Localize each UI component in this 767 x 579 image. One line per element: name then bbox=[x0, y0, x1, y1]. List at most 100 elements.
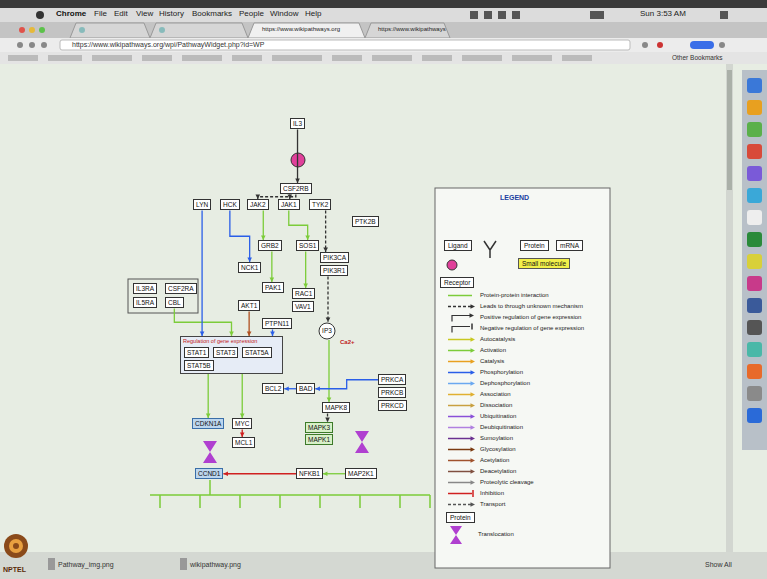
scroll-bar-part bbox=[726, 64, 733, 552]
legend-text: Small molecule bbox=[522, 260, 566, 267]
tab-strip bbox=[0, 22, 767, 38]
pathway-symbols-part bbox=[355, 431, 369, 453]
legend-sample bbox=[448, 306, 472, 308]
node-label: CCND1 bbox=[198, 470, 220, 477]
legend-sample-head bbox=[471, 469, 476, 474]
legend-sample bbox=[448, 350, 472, 352]
legend-text: Sumoylation bbox=[480, 435, 513, 442]
connector bbox=[240, 374, 245, 418]
legend-text: Glycosylation bbox=[480, 446, 516, 453]
protein-box: PRKCB bbox=[378, 387, 406, 398]
legend-text: Transport bbox=[480, 501, 505, 508]
node-label: STAT5B bbox=[187, 362, 211, 369]
pathway-symbols-part bbox=[150, 480, 430, 508]
connector-line bbox=[201, 210, 202, 336]
node-label: STAT1 bbox=[187, 349, 206, 356]
connector bbox=[325, 413, 330, 422]
legend-text: Deubiquitination bbox=[480, 424, 523, 431]
legend-text: mRNA bbox=[560, 242, 579, 249]
legend-sample bbox=[448, 405, 472, 407]
connector-line bbox=[289, 210, 308, 240]
text-label: Edit bbox=[114, 10, 128, 19]
node-label: JAK2 bbox=[250, 201, 266, 208]
legend-sample-head bbox=[470, 313, 475, 318]
legend-sample-head bbox=[472, 490, 474, 497]
connector bbox=[206, 374, 211, 418]
connector bbox=[295, 129, 300, 183]
download-bar-part bbox=[0, 552, 767, 579]
bookmarks-bar-part bbox=[232, 55, 262, 61]
protein-box: STAT5B bbox=[184, 360, 214, 371]
connector bbox=[327, 340, 332, 402]
dock bbox=[742, 70, 767, 450]
node-label: STAT5A bbox=[245, 349, 269, 356]
connector-line bbox=[271, 251, 272, 282]
text-label: https://www.wikipathways.org/wpi/Pathway… bbox=[72, 41, 264, 49]
connector bbox=[230, 210, 252, 262]
bookmarks-bar-part bbox=[462, 55, 502, 61]
connector-line bbox=[305, 251, 306, 288]
node-label: NFKB1 bbox=[299, 470, 320, 477]
protein-box: CCND1 bbox=[195, 468, 223, 479]
node-label: MAPK3 bbox=[308, 424, 330, 431]
dock-part bbox=[747, 276, 762, 291]
bookmarks-bar-part bbox=[182, 55, 222, 61]
node-label: IP3 bbox=[322, 327, 332, 334]
legend-sample-head bbox=[471, 337, 476, 342]
connector-line bbox=[230, 210, 250, 262]
bookmarks-bar-part bbox=[48, 55, 82, 61]
node-label: PIK3R1 bbox=[323, 267, 345, 274]
node-label: TYK2 bbox=[312, 201, 328, 208]
text-label: wikipathway.png bbox=[190, 561, 241, 569]
circle-shape bbox=[319, 323, 335, 339]
connector bbox=[289, 210, 310, 240]
legend-panel-part bbox=[484, 241, 496, 258]
tab-strip-part bbox=[365, 23, 450, 38]
text-label: LEGEND bbox=[500, 194, 529, 202]
connector-line bbox=[223, 473, 296, 474]
legend-panel-part bbox=[435, 188, 610, 568]
text-label: Chrome bbox=[56, 10, 86, 19]
protein-box: MAPK1 bbox=[305, 434, 333, 445]
protein-box: CSF2RA bbox=[165, 283, 197, 294]
protein-box: PTK2B bbox=[352, 216, 379, 227]
molecule-circle: IP3 bbox=[318, 322, 336, 340]
dock-part bbox=[747, 408, 762, 423]
connector-line bbox=[327, 276, 328, 322]
protein-box: TYK2 bbox=[309, 199, 331, 210]
menu-bar-part bbox=[720, 11, 728, 19]
scroll-bar bbox=[726, 64, 733, 552]
pathway-symbols-part bbox=[128, 279, 198, 313]
bookmarks-bar-part bbox=[142, 55, 172, 61]
legend-box: Receptor bbox=[440, 277, 474, 288]
node-label: PRKCB bbox=[381, 389, 403, 396]
download-bar bbox=[0, 552, 767, 579]
tab-strip-part bbox=[29, 27, 35, 33]
connector-line bbox=[297, 129, 298, 183]
text-label: Window bbox=[270, 10, 298, 19]
connector bbox=[315, 380, 378, 391]
node-label: AKT1 bbox=[241, 302, 257, 309]
legend-sample-head bbox=[471, 304, 476, 309]
protein-box: MAP2K1 bbox=[345, 468, 377, 479]
legend-sample-head bbox=[471, 458, 476, 463]
protein-box: IL3 bbox=[290, 118, 305, 129]
legend-sample-head bbox=[471, 425, 476, 430]
legend-sample-head bbox=[471, 381, 476, 386]
legend-sample bbox=[448, 471, 472, 473]
protein-box: STAT1 bbox=[184, 347, 209, 358]
legend-sample-head bbox=[471, 447, 476, 452]
connector-line bbox=[174, 308, 231, 336]
legend-sample bbox=[448, 295, 472, 297]
address-bar-part bbox=[690, 41, 714, 49]
connector-line bbox=[315, 380, 378, 389]
protein-box: CBL bbox=[165, 297, 184, 308]
protein-box: JAK1 bbox=[278, 199, 300, 210]
text-label: People bbox=[239, 10, 264, 19]
menu-bar-part bbox=[590, 11, 604, 19]
dock-part bbox=[747, 320, 762, 335]
